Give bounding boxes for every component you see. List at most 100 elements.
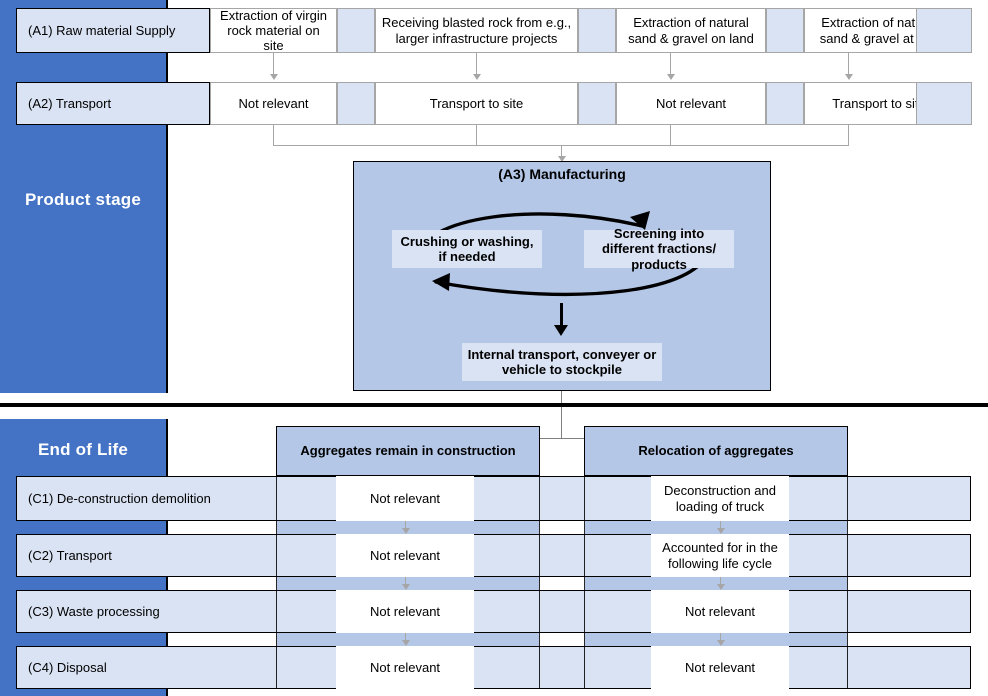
arrow-c2-c3-left-head [402, 584, 410, 590]
arrow-c3-c4-right-head [717, 640, 725, 646]
process-internal-transport-text: Internal transport, conveyer or vehicle … [467, 346, 657, 377]
eol-col-left-edge-right [539, 476, 540, 689]
process-crushing-box [392, 230, 542, 268]
arrow-c3-c4-right-line [720, 633, 721, 641]
cell-a2-1 [210, 82, 337, 125]
row-label-a2-text: (A2) Transport [28, 95, 112, 111]
cell-a1-2-text: Receiving blasted rock from e.g., larger… [381, 15, 572, 46]
cell-c3-2 [651, 590, 789, 633]
cell-a2-2 [375, 82, 578, 125]
cell-c2-2-text: Accounted for in the following life cycl… [662, 540, 778, 571]
spacer-a1-3 [766, 8, 804, 53]
cell-c3-2-text: Not relevant [684, 603, 756, 619]
cell-c1-1 [336, 476, 474, 521]
merge-arrowhead [558, 156, 566, 162]
merge-stub-2 [476, 125, 477, 145]
end-of-life-label: End of Life [37, 440, 129, 459]
cell-c1-2-text: Deconstruction and loading of truck [663, 483, 776, 514]
cell-c4-1 [336, 646, 474, 689]
row-band-c3 [16, 590, 971, 633]
cell-c3-1 [336, 590, 474, 633]
arrow-a1-2-head [473, 74, 481, 80]
arrow-c3-c4-left-line [405, 633, 406, 641]
interrow-fill-3-right [585, 633, 847, 646]
arrow-a1-4-head [845, 74, 853, 80]
arrow-c2-c3-right-head [717, 584, 725, 590]
interrow-fill-1-right [585, 521, 847, 534]
arrow-a1-4-line [848, 53, 849, 74]
spacer-a2-3 [766, 82, 804, 125]
cell-c3-1-text: Not relevant [369, 603, 441, 619]
row-label-c2-text: (C2) Transport [28, 547, 112, 563]
row-band-c4 [16, 646, 971, 689]
cell-a1-1 [210, 8, 337, 53]
product-stage-rule [166, 0, 168, 393]
interrow-fill-2-right [585, 577, 847, 590]
eol-column-header-relocation [584, 426, 848, 476]
row-label-a1-text: (A1) Raw material Supply [28, 22, 176, 38]
cell-a1-2 [375, 8, 578, 53]
cell-c1-2 [651, 476, 789, 521]
cell-a2-2-text: Transport to site [429, 95, 524, 111]
arrow-c3-c4-left-head [402, 640, 410, 646]
eol-col-left-edge [276, 476, 277, 689]
cell-a1-3-text: Extraction of natural sand & gravel on l… [628, 15, 754, 46]
process-internal-transport-box [462, 343, 662, 381]
row-label-c3-text: (C3) Waste processing [28, 603, 160, 619]
interrow-fill-1-left [277, 521, 539, 534]
arrow-c1-c2-right-head [717, 528, 725, 534]
merge-stub-1 [273, 125, 274, 145]
spacer-a1-4 [916, 8, 972, 53]
arrow-c2-c3-right-line [720, 577, 721, 585]
spacer-a1-2 [578, 8, 616, 53]
cell-a1-1-text: Extraction of virgin rock material on si… [220, 7, 327, 54]
arrow-a1-2-line [476, 53, 477, 74]
eol-col-right-edge-right [847, 476, 848, 689]
cell-c4-2-text: Not relevant [684, 659, 756, 675]
arrow-c1-c2-right-line [720, 521, 721, 529]
cell-a2-1-text: Not relevant [238, 95, 309, 111]
cell-a2-4-text: Transport to site [832, 95, 926, 111]
merge-drop [561, 145, 562, 157]
row-label-a1 [16, 8, 210, 53]
product-stage-label: Product stage [25, 190, 141, 209]
row-label-c4-text: (C4) Disposal [28, 659, 107, 675]
arrow-a1-3-line [670, 53, 671, 74]
cell-a2-3-text: Not relevant [655, 95, 727, 111]
manufacturing-down-arrow-line [560, 303, 563, 327]
row-label-c1-text: (C1) De-construction demolition [28, 490, 211, 506]
eol-column-header-remain [276, 426, 540, 476]
arrow-c2-c3-left-line [405, 577, 406, 585]
spacer-a2-1 [337, 82, 375, 125]
arrow-a1-1-head [270, 74, 278, 80]
product-stage-band [0, 0, 166, 393]
cell-c1-1-text: Not relevant [369, 490, 441, 506]
spacer-a1-1 [337, 8, 375, 53]
eol-column-header-remain-text: Aggregates remain in construction [300, 443, 516, 459]
process-crushing-text: Crushing or washing, if needed [400, 233, 534, 264]
row-band-c1 [16, 476, 971, 521]
process-screening-box [584, 230, 734, 268]
eol-split-bus [408, 438, 715, 439]
cell-c4-2 [651, 646, 789, 689]
eol-col-right-edge [584, 476, 585, 689]
cell-c2-1 [336, 534, 474, 577]
merge-stub-3 [670, 125, 671, 145]
interrow-fill-3-left [277, 633, 539, 646]
cell-c4-1-text: Not relevant [369, 659, 441, 675]
arrow-a1-3-head [667, 74, 675, 80]
arrow-c1-c2-left-line [405, 521, 406, 529]
spacer-a2-2 [578, 82, 616, 125]
row-band-c2 [16, 534, 971, 577]
cell-c2-2 [651, 534, 789, 577]
eol-column-header-relocation-text: Relocation of aggregates [638, 443, 794, 459]
cell-a1-4-text: Extraction of natural sand & gravel at s… [819, 15, 939, 46]
section-divider [0, 403, 988, 407]
cell-c2-1-text: Not relevant [369, 547, 441, 563]
cell-a2-3 [616, 82, 766, 125]
spacer-a2-4 [916, 82, 972, 125]
interrow-fill-2-left [277, 577, 539, 590]
arrow-c1-c2-left-head [402, 528, 410, 534]
eol-split-drop [561, 391, 562, 438]
